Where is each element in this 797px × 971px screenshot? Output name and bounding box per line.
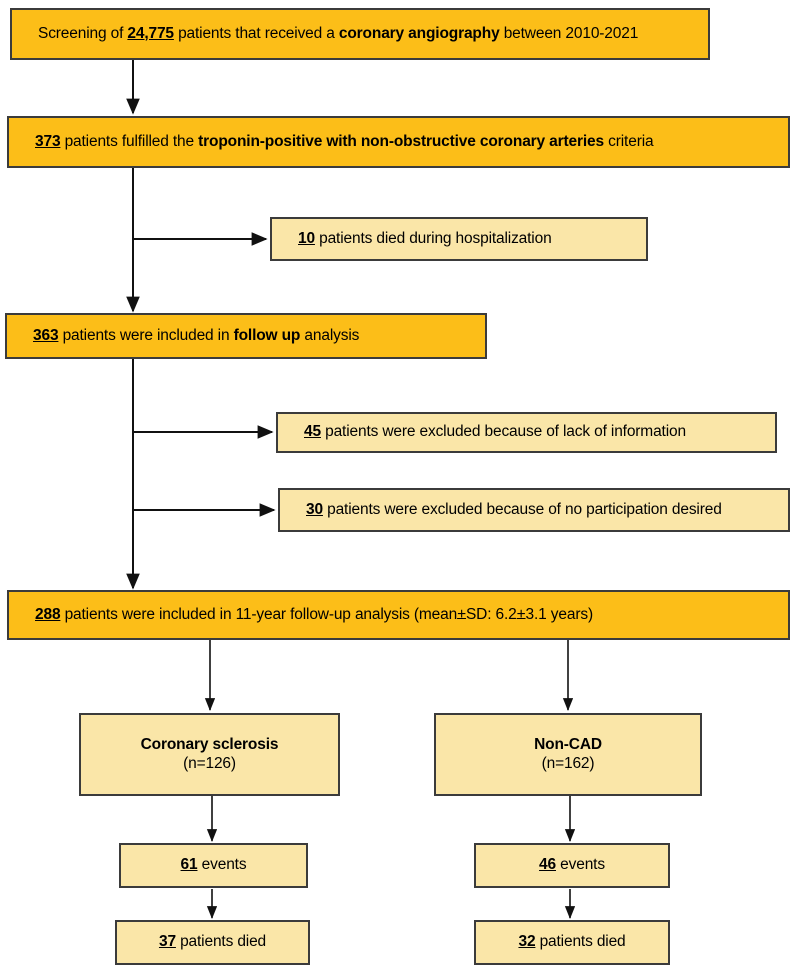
included-11-year-count: 288 [35,605,61,623]
died-left-count: 37 [158,933,176,951]
screening-emphasis: coronary angiography [338,24,500,42]
node-events-non-cad: 46 events [474,843,670,888]
events-right-text: 46 events [539,856,605,874]
non-cad-n: (n=162) [541,754,595,772]
followup-emphasis: follow up [233,326,301,344]
node-included-11-year-followup: 288 patients were included in 11-year fo… [7,590,790,640]
node-screening-text: Screening of 24,775 patients that receiv… [38,24,639,42]
node-criteria: 373 patients fulfilled the troponin-posi… [7,116,790,168]
events-left-text: 61 events [180,856,247,874]
screening-count: 24,775 [127,24,174,42]
node-events-coronary-sclerosis: 61 events [119,843,308,888]
node-included-11-year-text: 288 patients were included in 11-year fo… [35,605,593,623]
node-criteria-text: 373 patients fulfilled the troponin-posi… [35,132,654,150]
died-right-text: 32 patients died [518,933,626,951]
criteria-count: 373 [35,132,61,150]
node-excluded-information-text: 45 patients were excluded because of lac… [304,423,686,441]
events-right-count: 46 [539,856,556,874]
died-hospital-count: 10 [298,229,315,247]
node-died-hospitalization-text: 10 patients died during hospitalization [298,229,552,247]
node-excluded-participation-text: 30 patients were excluded because of no … [306,500,722,518]
node-excluded-no-participation: 30 patients were excluded because of no … [278,488,790,532]
events-left-count: 61 [180,856,198,874]
plus-minus-icon-1: + [457,605,466,623]
coronary-sclerosis-label: Coronary sclerosis [140,735,279,753]
criteria-emphasis: troponin-positive with non-obstructive c… [198,132,604,150]
plus-minus-icon-2: + [516,605,526,623]
followup-count: 363 [33,326,59,344]
excluded-information-count: 45 [304,423,321,441]
coronary-sclerosis-n: (n=126) [183,754,236,772]
node-followup-text: 363 patients were included in follow up … [33,326,360,344]
excluded-participation-count: 30 [306,500,323,518]
node-non-cad: Non-CAD (n=162) [434,713,702,796]
node-died-during-hospitalization: 10 patients died during hospitalization [270,217,648,261]
node-died-non-cad: 32 patients died [474,920,670,965]
node-died-coronary-sclerosis: 37 patients died [115,920,310,965]
node-excluded-lack-of-information: 45 patients were excluded because of lac… [276,412,777,453]
node-followup-analysis: 363 patients were included in follow up … [5,313,487,359]
non-cad-label: Non-CAD [534,735,602,753]
died-left-text: 37 patients died [158,933,267,951]
died-right-count: 32 [518,933,536,951]
node-coronary-sclerosis: Coronary sclerosis (n=126) [79,713,340,796]
node-screening: Screening of 24,775 patients that receiv… [10,8,710,60]
